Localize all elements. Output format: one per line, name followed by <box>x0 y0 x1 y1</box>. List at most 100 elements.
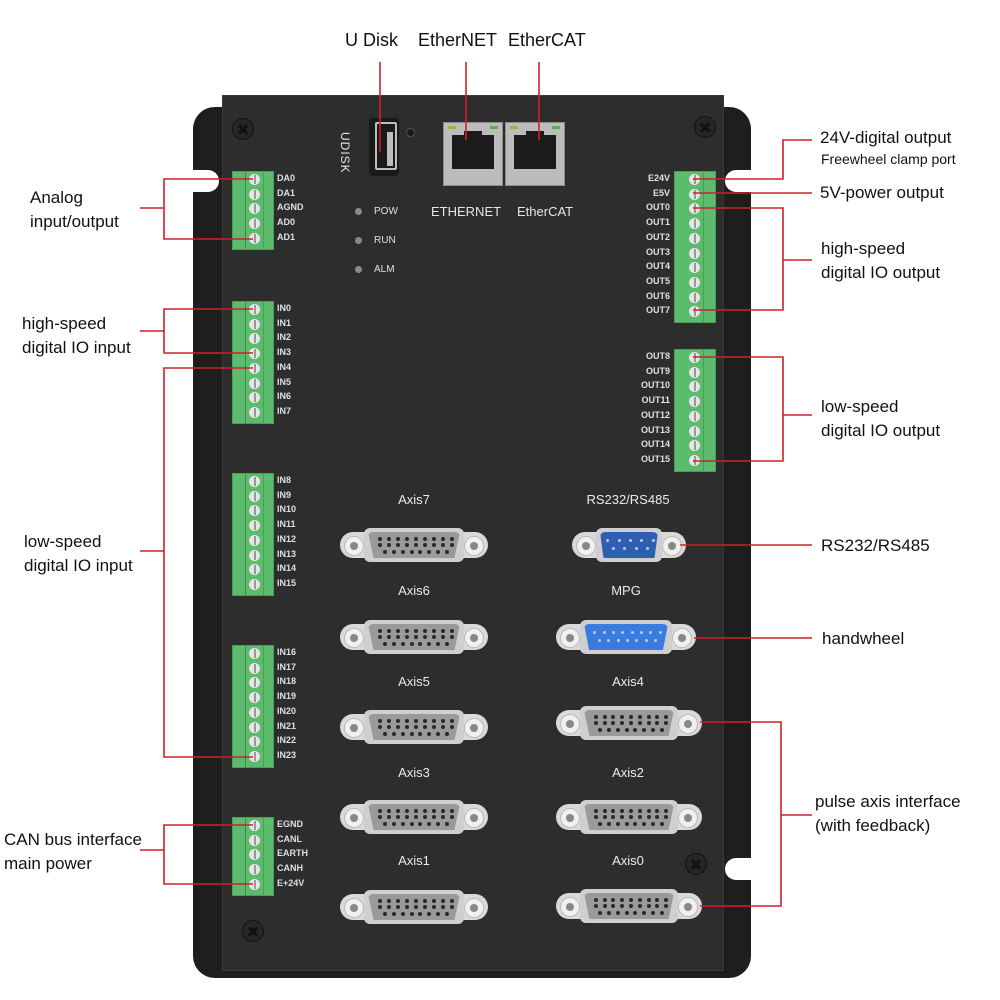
terminal-screw[interactable] <box>689 232 700 244</box>
axis5-connector[interactable] <box>340 710 488 744</box>
terminal-screw[interactable] <box>249 476 260 487</box>
terminal-screw[interactable] <box>249 721 260 733</box>
terminal-screw[interactable] <box>249 820 260 831</box>
terminal-screw[interactable] <box>249 750 260 762</box>
terminal-screw[interactable] <box>689 218 700 230</box>
connector-pin <box>387 898 392 903</box>
connector-pin <box>391 731 396 736</box>
terminal-screw[interactable] <box>689 425 700 437</box>
terminal-label: E5V <box>652 187 670 198</box>
terminal-screw[interactable] <box>249 348 260 360</box>
connector-pin <box>405 536 410 541</box>
terminal-screw[interactable] <box>249 377 260 389</box>
terminal-screw[interactable] <box>249 333 260 345</box>
terminal-screw[interactable] <box>249 218 260 230</box>
terminal-screw[interactable] <box>249 834 260 846</box>
connector-pin <box>422 808 427 813</box>
terminal-label: OUT6 <box>645 290 670 301</box>
connector-pin <box>418 641 423 646</box>
connector-pin <box>378 815 383 819</box>
ethernet-port[interactable] <box>443 122 503 186</box>
connector-pin <box>405 635 410 639</box>
terminal-screw[interactable] <box>249 490 260 502</box>
connector-pin <box>378 905 383 909</box>
connector-pin <box>414 808 418 813</box>
axis3-label: Axis3 <box>398 765 430 780</box>
connector-pin <box>436 549 441 554</box>
axis6-connector[interactable] <box>340 620 488 654</box>
axis4-connector[interactable] <box>556 706 702 740</box>
connector-pin <box>646 904 651 908</box>
terminal-screw[interactable] <box>689 174 700 185</box>
terminal-screw[interactable] <box>689 276 700 288</box>
terminal-screw[interactable] <box>249 849 260 861</box>
axis1-connector[interactable] <box>340 890 488 924</box>
terminal-screw[interactable] <box>689 366 700 378</box>
terminal-screw[interactable] <box>249 878 260 890</box>
terminal-screw[interactable] <box>689 262 700 274</box>
terminal-screw[interactable] <box>689 306 700 318</box>
ethercat-port[interactable] <box>505 122 565 186</box>
terminal-screw[interactable] <box>249 232 260 244</box>
terminal-screw[interactable] <box>249 648 260 659</box>
axis3-connector[interactable] <box>340 800 488 834</box>
axis2-connector[interactable] <box>556 800 702 834</box>
terminal-screw[interactable] <box>689 247 700 259</box>
terminal-screw[interactable] <box>249 549 260 561</box>
connector-pin <box>396 543 401 547</box>
axis7-connector[interactable] <box>340 528 488 562</box>
connector-pin <box>400 641 405 646</box>
mpg-connector[interactable] <box>556 620 696 654</box>
mount-notch <box>725 170 751 192</box>
terminal-screw[interactable] <box>249 174 260 185</box>
terminal-screw[interactable] <box>249 578 260 590</box>
terminal-screw[interactable] <box>689 203 700 215</box>
terminal-screw[interactable] <box>689 410 700 422</box>
terminal-screw[interactable] <box>689 381 700 393</box>
terminal-label: IN10 <box>277 504 297 515</box>
terminal-screw[interactable] <box>249 318 260 330</box>
connector-pin <box>387 725 392 729</box>
mount-notch <box>725 858 751 880</box>
terminal-screw[interactable] <box>689 440 700 452</box>
terminal-screw[interactable] <box>249 534 260 546</box>
terminal-screw[interactable] <box>249 706 260 718</box>
terminal-label: OUT8 <box>645 351 670 361</box>
screw-icon <box>694 116 716 138</box>
connector-pin <box>387 905 392 909</box>
terminal-screw[interactable] <box>689 454 700 466</box>
terminal-screw[interactable] <box>249 692 260 704</box>
terminal-screw[interactable] <box>689 352 700 363</box>
terminal-screw[interactable] <box>249 406 260 418</box>
terminal-screw[interactable] <box>249 677 260 689</box>
terminal-screw[interactable] <box>689 291 700 303</box>
terminal-screw[interactable] <box>249 304 260 315</box>
terminal-screw[interactable] <box>249 203 260 215</box>
terminal-label: IN9 <box>277 489 292 500</box>
connector-pin <box>598 821 603 826</box>
connector-pin <box>646 808 651 813</box>
terminal-label: IN7 <box>277 405 292 416</box>
terminal-screw[interactable] <box>249 736 260 748</box>
terminal-screw[interactable] <box>249 188 260 200</box>
connector-pin <box>620 714 625 719</box>
terminal-screw[interactable] <box>249 505 260 517</box>
terminal-label: IN0 <box>277 303 292 313</box>
terminal-screw[interactable] <box>689 188 700 200</box>
terminal-screw[interactable] <box>249 564 260 576</box>
terminal-screw[interactable] <box>249 520 260 532</box>
udisk-annotation: U Disk <box>345 30 398 50</box>
rs232-rs485-connector[interactable] <box>572 528 686 562</box>
axis0-connector[interactable] <box>556 889 702 923</box>
connector-pin <box>414 718 418 723</box>
terminal-screw[interactable] <box>249 864 260 876</box>
terminal-label: DA0 <box>277 173 296 183</box>
terminal-screw[interactable] <box>249 662 260 674</box>
terminal-screw[interactable] <box>249 362 260 374</box>
terminal-screw[interactable] <box>249 392 260 404</box>
connector-pin <box>405 808 410 813</box>
terminal-screw[interactable] <box>689 396 700 408</box>
terminal-label: IN15 <box>277 577 297 588</box>
connector-pin <box>633 727 638 732</box>
usb-port[interactable] <box>369 118 399 176</box>
